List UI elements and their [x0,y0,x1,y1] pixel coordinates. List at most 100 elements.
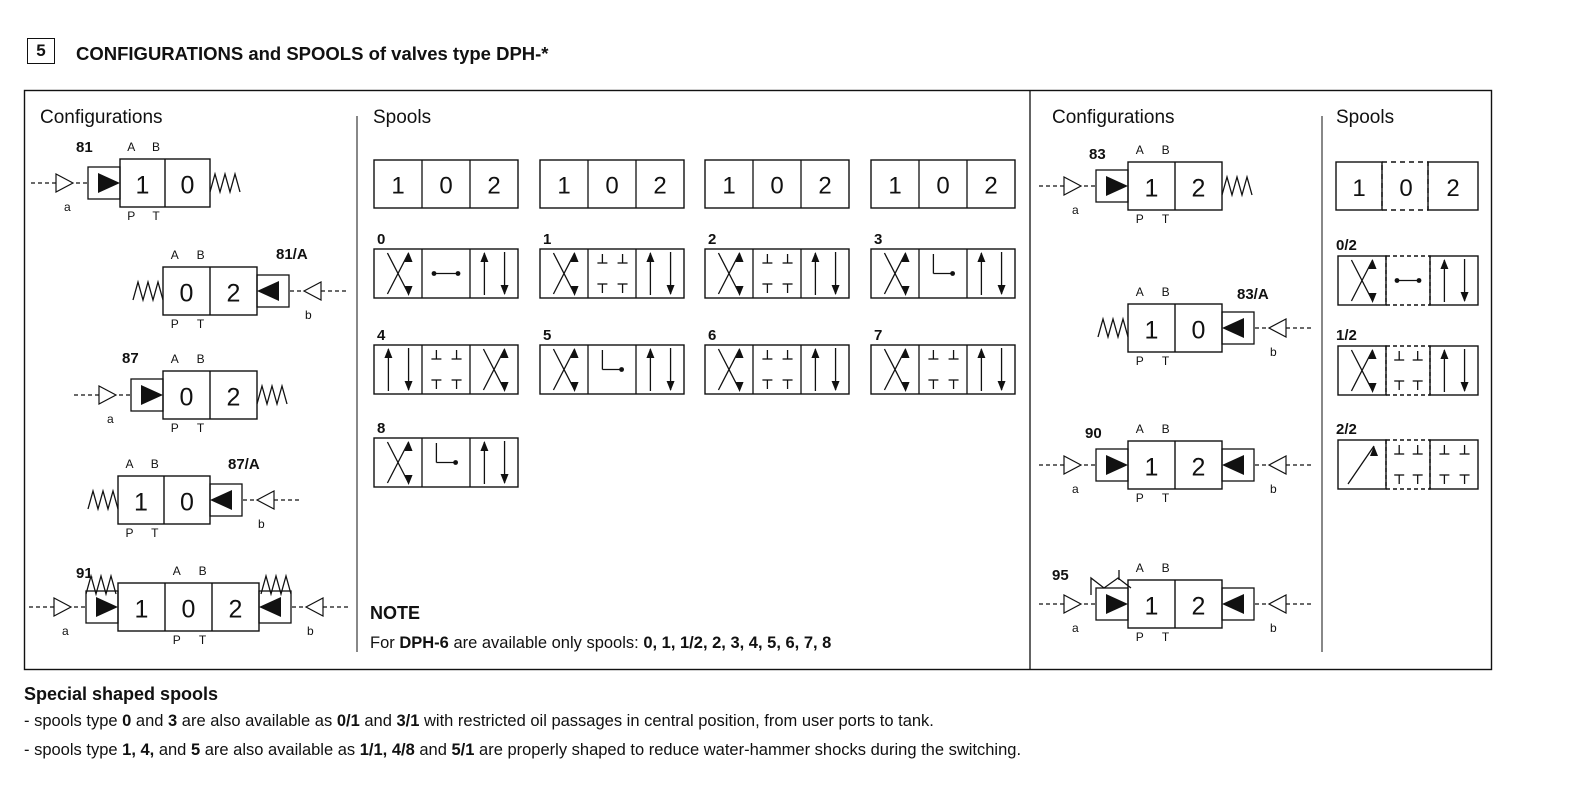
pilot-triangle-hollow [304,597,324,617]
port-label: B [1162,285,1170,299]
note-model: DPH-6 [399,634,449,652]
spool-box [539,344,685,395]
spool-position-number: 0 [1399,175,1412,202]
spring-symbol [209,171,241,195]
arrow-head [1440,259,1449,269]
note-text-middle: are available only spools: [448,634,644,652]
position-number: 0 [182,596,196,624]
spool-cell-dashed [1385,439,1431,490]
port-label: A [1136,561,1144,575]
position-number: 2 [1192,175,1206,203]
position-number: 1 [134,489,148,517]
arrow-head [404,286,413,296]
port-label: T [151,526,159,540]
port-label: P [125,526,133,540]
arrow-head [500,382,509,392]
text: and [359,712,397,730]
spring-symbol [132,279,164,303]
spring-symbol [1221,174,1253,198]
arrow-head [500,474,509,484]
pilot-triangle-hollow [1063,176,1083,196]
flow-line [1350,349,1374,392]
arrow-head [735,382,744,392]
pilot-label: a [64,200,71,214]
position-number: 2 [227,384,241,412]
port-label: T [197,317,205,331]
position-number: 2 [1192,454,1206,482]
pilot-label: a [62,624,69,638]
configuration-code: 87/A [228,456,260,473]
note-spool-list: 0, 1, 1/2, 2, 3, 4, 5, 6, 7, 8 [643,634,832,652]
spool-cell [1429,345,1479,396]
section-title: CONFIGURATIONS and SPOOLS of valves type… [76,43,549,64]
pilot-label: a [1072,203,1079,217]
flow-line [1347,445,1375,485]
port-label: B [1162,561,1170,575]
arrow-head [1368,259,1377,269]
arrow-head [646,348,655,358]
position-number: 0 [1192,317,1206,345]
port-label: T [152,209,160,223]
spring-symbol [260,573,292,597]
pilot-triangle-hollow [1063,594,1083,614]
position-number: 1 [1145,593,1159,621]
port-label: P [1136,491,1144,505]
arrow-head [666,381,675,391]
arrow-head [901,382,910,392]
port-label: P [1136,212,1144,226]
arrow-head [646,252,655,262]
spool-position-number: 0 [605,173,618,200]
arrow-head [500,348,509,358]
pilot-label: b [305,308,312,322]
arrow-head [404,252,413,262]
position-number: 1 [1145,175,1159,203]
arrow-head [666,285,675,295]
arrow-head [735,348,744,358]
port-label: T [1162,354,1170,368]
spring-symbol [87,488,119,512]
pilot-label: b [1270,621,1277,635]
arrow-head [404,381,413,391]
flow-line [883,252,907,295]
pilot-label: a [107,412,114,426]
configuration-code: 83/A [1237,286,1269,303]
spool-header-cell-dashed [1381,161,1429,211]
arrow-head [1440,349,1449,359]
pilot-label: b [258,517,265,531]
pilot-label: b [1270,482,1277,496]
bold-text: 1, 4, [122,741,155,759]
flow-line [552,252,576,295]
flow-line [552,348,576,391]
bold-text: 3/1 [396,712,420,730]
spool-position-number: 1 [888,173,901,200]
configuration-code: 81 [76,139,93,156]
arrow-head [1460,382,1469,392]
port-label: A [1136,285,1144,299]
configuration-code: 83 [1089,146,1106,163]
pilot-triangle-filled [1106,176,1128,196]
spool-box [870,344,1016,395]
configurations-heading-right: Configurations [1052,107,1175,128]
arrow-head [570,348,579,358]
pilot-label: b [1270,345,1277,359]
pilot-triangle-hollow [1267,594,1287,614]
arrow-head [811,252,820,262]
port-label: P [127,209,135,223]
port-label: T [1162,491,1170,505]
pilot-triangle-hollow [98,385,118,405]
spool-code: 0 [377,231,385,248]
spring-symbol [85,573,117,597]
arrow-head [831,381,840,391]
port-label: B [197,352,205,366]
text: - spools type [24,712,123,730]
position-number: 1 [1145,454,1159,482]
arrow-head [570,252,579,262]
pilot-triangle-filled [98,173,120,193]
pilot-triangle-hollow [302,281,322,301]
port-label: P [173,633,181,647]
port-label: A [171,248,179,262]
flow-line [386,441,410,484]
port-label: B [152,140,160,154]
position-number: 2 [229,596,243,624]
spool-code: 8 [377,420,385,437]
